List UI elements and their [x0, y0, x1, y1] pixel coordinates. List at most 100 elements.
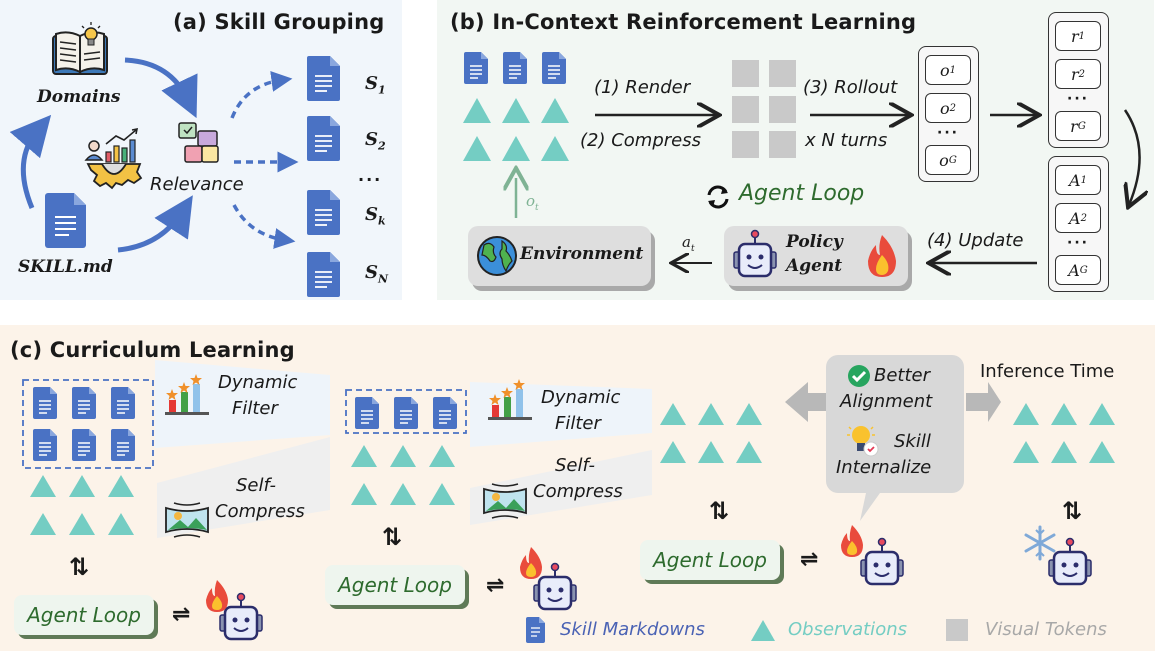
snowflake-frozen-icon — [1024, 525, 1056, 561]
skill-doc-icon — [111, 387, 135, 419]
visual-token — [769, 96, 796, 123]
better-alignment-line2: Alignment — [840, 391, 933, 412]
panel-skill-grouping: (a) Skill Grouping Domains Relevance — [0, 0, 402, 300]
fire-trainable-icon — [520, 547, 542, 579]
observation-triangle — [1051, 403, 1077, 425]
exchange-arrow-icon: ⇌ — [172, 602, 191, 627]
domains-label: Domains — [37, 87, 121, 107]
lightbulb-skill-icon — [847, 426, 879, 457]
dynamic-filter-label-line2: Filter — [555, 413, 601, 434]
skill-internalize-line1: Skill — [894, 431, 931, 452]
action-signal-label: at — [682, 233, 695, 254]
exchange-arrow-icon: ⇌ — [800, 547, 819, 572]
observation-triangle — [390, 483, 416, 505]
robot-agent-icon — [1048, 537, 1092, 586]
legend-visual-token — [946, 619, 968, 641]
observation-triangle — [390, 445, 416, 467]
skill-group-label: SN — [365, 262, 389, 286]
agent-loop-label: Agent Loop — [739, 181, 865, 206]
policy-agent-label-line1: Policy — [786, 232, 843, 252]
observation-triangle — [502, 136, 530, 161]
panel-curriculum-learning: (c) Curriculum Learning — [0, 325, 1155, 651]
skill-doc-icon — [394, 397, 418, 429]
skill-file-doc-icon — [45, 193, 86, 248]
observation-triangle — [108, 513, 134, 535]
observation-triangle — [463, 98, 491, 123]
dynamic-filter-label-line1: Dynamic — [541, 387, 621, 408]
environment-label: Environment — [520, 244, 644, 264]
observation-triangle — [351, 483, 377, 505]
robot-agent-icon — [219, 592, 263, 641]
observation-triangle — [30, 475, 56, 497]
bidirectional-arrow-icon: ⇅ — [69, 553, 90, 581]
self-compress-label-line1: Self- — [555, 455, 596, 476]
fire-trainable-icon — [841, 525, 863, 557]
observation-triangle — [463, 136, 491, 161]
compress-step-label: (2) Compress — [580, 130, 701, 151]
skill-group-label: Sk — [365, 204, 386, 228]
self-compress-label-line2: Compress — [533, 481, 623, 502]
observation-triangle — [30, 513, 56, 535]
panel-a-title: (a) Skill Grouping — [173, 10, 385, 34]
rollout-ellipsis: ··· — [937, 125, 959, 141]
fire-trainable-icon — [868, 235, 896, 277]
exchange-arrow-icon: ⇌ — [486, 573, 505, 598]
bidirectional-arrow-icon: ⇅ — [709, 497, 730, 525]
legend-observation-triangle — [751, 620, 775, 641]
observation-triangle — [698, 403, 724, 425]
skill-doc-icon — [72, 387, 96, 419]
legend-skill-doc-icon — [526, 617, 545, 643]
analytics-gear-icon — [84, 127, 143, 190]
skill-doc-icon — [503, 52, 527, 84]
observation-triangle — [541, 98, 569, 123]
rollout-step-label: (3) Rollout — [803, 77, 898, 98]
skill-group-doc-icon — [307, 56, 340, 101]
puzzle-relevance-icon — [178, 122, 219, 163]
skill-group-doc-icon — [307, 190, 340, 235]
ranking-chart-icon — [488, 379, 532, 420]
skill-doc-icon — [542, 52, 566, 84]
skill-doc-icon — [72, 429, 96, 461]
turns-label: x N turns — [805, 130, 888, 151]
visual-token — [769, 60, 796, 87]
render-step-label: (1) Render — [594, 77, 691, 98]
observation-triangle — [69, 513, 95, 535]
bidirectional-arrow-icon: ⇅ — [382, 523, 403, 551]
skill-file-label: SKILL.md — [18, 257, 113, 277]
globe-icon — [477, 236, 517, 276]
relevance-label: Relevance — [150, 174, 244, 195]
observation-triangle — [429, 445, 455, 467]
observation-triangle — [698, 441, 724, 463]
skill-doc-icon — [33, 429, 57, 461]
agent-loop-box: Agent Loop — [14, 595, 154, 635]
robot-agent-icon — [533, 562, 577, 611]
bidirectional-arrow-icon: ⇅ — [1062, 497, 1083, 525]
dynamic-filter-label-line2: Filter — [232, 398, 278, 419]
skill-doc-icon — [111, 429, 135, 461]
check-circle-icon — [848, 365, 870, 387]
reward-ellipsis: ··· — [1067, 91, 1089, 107]
visual-token — [732, 60, 759, 87]
skill-group-label: S2 — [365, 129, 386, 153]
agent-loop-box: Agent Loop — [640, 540, 780, 580]
skill-internalize-line2: Internalize — [836, 457, 932, 478]
observation-triangle — [736, 403, 762, 425]
skill-group-ellipsis: ··· — [358, 170, 383, 189]
observation-triangle — [660, 403, 686, 425]
agent-loop-box: Agent Loop — [325, 565, 465, 605]
speech-bubble — [826, 355, 964, 521]
observation-triangle — [1051, 441, 1077, 463]
panel-b-arrows — [437, 0, 1154, 300]
skill-doc-icon — [433, 397, 457, 429]
observation-triangle — [541, 136, 569, 161]
legend-skill-markdowns-label: Skill Markdowns — [560, 619, 705, 640]
observation-triangle — [660, 441, 686, 463]
panel-c-title: (c) Curriculum Learning — [10, 338, 295, 362]
left-gray-arrow — [785, 382, 830, 422]
